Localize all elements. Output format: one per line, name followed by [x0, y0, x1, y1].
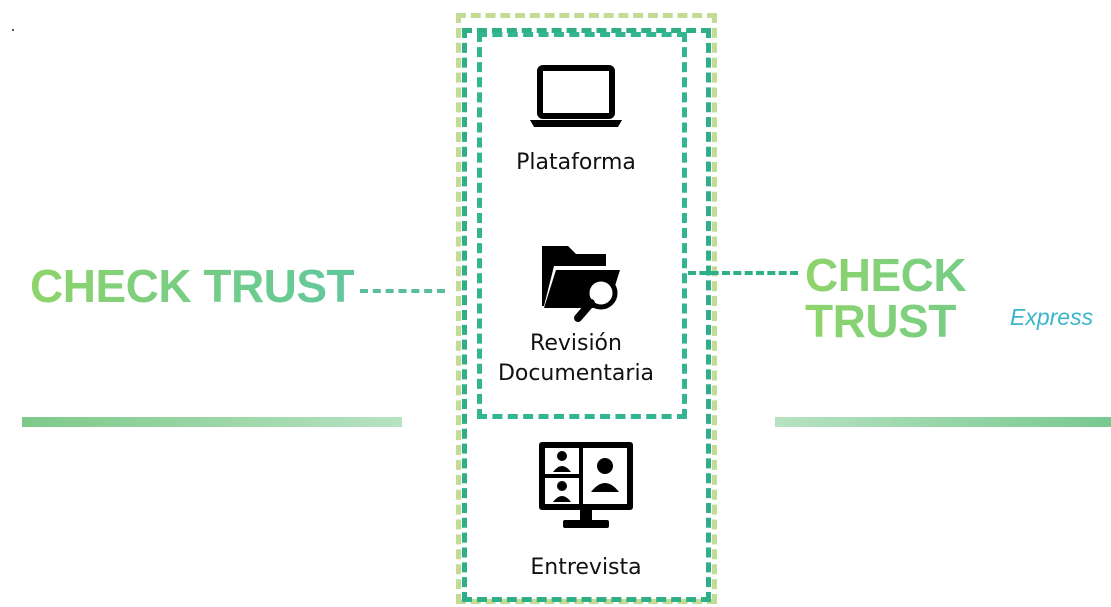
- express-subtitle: Express: [1010, 304, 1094, 330]
- left-dashed-connector: [360, 289, 445, 293]
- video-conference-icon: [539, 442, 633, 528]
- step-label-revision-line2: Documentaria: [497, 361, 655, 386]
- folder-search-icon: [542, 246, 620, 322]
- laptop-icon: [530, 65, 622, 127]
- check-trust-logo-left: CHECK TRUST: [30, 260, 355, 312]
- check-trust-express-logo: CHECK TRUST: [805, 252, 1111, 344]
- stray-dot: [12, 29, 14, 31]
- step-label-revision-line1: Revisión: [530, 331, 622, 356]
- left-horizontal-bar: [22, 417, 402, 427]
- step-label-revision-documentaria: Revisión Documentaria: [476, 329, 676, 389]
- right-dashed-connector: [688, 271, 798, 275]
- right-horizontal-bar: [775, 417, 1111, 427]
- full-process-dashed-box: [462, 28, 711, 602]
- step-label-entrevista: Entrevista: [530, 555, 642, 580]
- step-label-plataforma: Plataforma: [516, 150, 636, 175]
- express-process-dashed-box: [477, 32, 687, 419]
